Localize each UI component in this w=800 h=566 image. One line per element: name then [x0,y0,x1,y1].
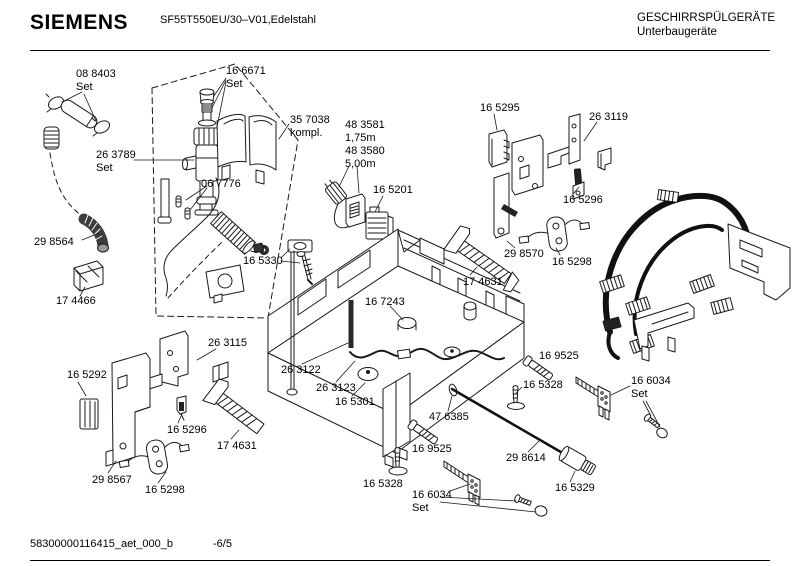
part-label: 16 5296 [563,194,603,206]
part-label: 16 5296 [167,424,207,436]
part-label: 29 8564 [34,236,74,248]
part-label: 17 4466 [56,295,96,307]
rack-rail-upper-drawing [444,223,527,295]
cable-harness-drawing [600,190,790,361]
header-category-block: GESCHIRRSPÜLGERÄTE Unterbaugeräte [637,12,775,39]
rod-29-8614-drawing [452,389,566,455]
right-bracket-cluster-drawing [489,114,611,238]
part-label: 16 5201 [373,184,413,196]
part-label: 16 9525 [412,443,452,455]
part-label: 29 8614 [506,452,546,464]
part-label: 29 8567 [92,474,132,486]
footer-rule [30,560,770,561]
part-label: 06 7776 [201,178,241,190]
end-cap-16-5329-drawing [557,445,597,477]
part-label: 16 5328 [363,478,403,490]
document-id: 58300000116415_aet_000_b [30,538,173,550]
part-label: 16 5329 [555,482,595,494]
part-label: 16 5295 [480,102,520,114]
part-label: 16 5292 [67,369,107,381]
right-fasteners-drawing [508,355,670,477]
header-rule [30,50,770,51]
switch-upper-drawing [517,213,592,257]
siemens-logo: SIEMENS [30,11,129,34]
part-label: 16 5298 [552,256,592,268]
base-chassis-drawing [268,229,524,467]
drain-elbow-drawing [84,215,109,252]
bracket-17-4466-drawing [74,261,103,291]
part-label: 16 5298 [145,484,185,496]
bottom-fasteners-drawing [389,419,548,517]
aquastop-valve-drawing [158,89,220,296]
part-label: 16 9525 [539,350,579,362]
part-label: 17 4631 [463,276,503,288]
fixing-set-16-5330-drawing [253,240,312,284]
part-label: 29 8570 [504,248,544,260]
part-label: 26 3119 [589,111,628,123]
part-label: 16 7243 [365,296,405,308]
part-label: 16 5330 [243,255,283,267]
model-designation: SF55T550EU/30–V01,Edelstahl [160,14,316,26]
pressure-hose-drawing [206,212,269,303]
leader-lines [62,78,660,512]
category-subtitle: Unterbaugeräte [637,25,717,38]
hose-set-drawing [44,94,112,149]
power-cord-drawing [322,178,393,240]
dashed-assembly-boundary [50,64,298,318]
part-label: 47 6385 [429,411,469,423]
mounting-shell-drawing [217,114,276,184]
category-title: GESCHIRRSPÜLGERÄTE [637,12,776,24]
part-label: 26 3123 [316,382,356,394]
left-bracket-cluster-drawing [80,331,271,480]
part-label: 26 3115 [208,337,247,349]
page-number: -6/5 [213,538,232,550]
part-label: 26 3122 [281,364,321,376]
part-label: 16 5328 [523,379,563,391]
part-label: 16 5301 [335,396,375,408]
part-label: 17 4631 [217,440,257,452]
